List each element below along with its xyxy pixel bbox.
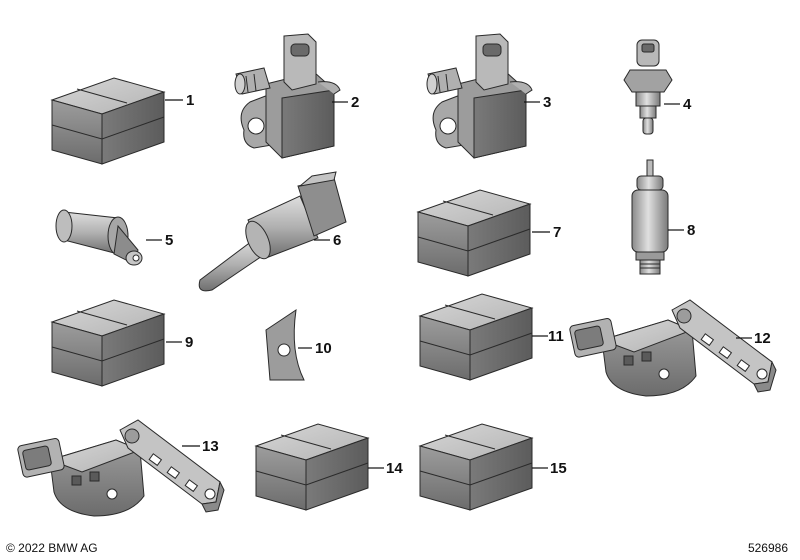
callout-3: 3	[543, 94, 551, 111]
callout-5: 5	[165, 232, 173, 249]
callout-1: 1	[186, 92, 194, 109]
part-1-box-icon	[51, 77, 165, 165]
callout-9: 9	[185, 334, 193, 351]
callout-10: 10	[315, 340, 332, 357]
part-12-level-sensor-icon	[568, 299, 777, 397]
callout-7: 7	[553, 224, 561, 241]
part-9-box-icon	[51, 299, 165, 387]
part-15-box-icon	[419, 423, 533, 511]
part-3-sensor-connector-icon	[426, 33, 533, 159]
callout-13: 13	[202, 438, 219, 455]
callout-14: 14	[386, 460, 403, 477]
part-4-temperature-sensor-icon	[623, 39, 673, 135]
callout-2: 2	[351, 94, 359, 111]
callout-15: 15	[550, 460, 567, 477]
part-14-box-icon	[255, 423, 369, 511]
part-8-cylinder-sensor-icon	[631, 159, 669, 275]
callout-8: 8	[687, 222, 695, 239]
leader-lines	[146, 99, 752, 469]
copyright-notice: © 2022 BMW AG	[6, 541, 98, 555]
part-10-plate-icon	[265, 308, 305, 381]
callout-11: 11	[548, 328, 564, 345]
part-13-level-sensor-icon	[16, 419, 225, 517]
callout-4: 4	[683, 96, 692, 113]
callout-6: 6	[333, 232, 341, 249]
part-2-sensor-connector-icon	[234, 33, 341, 159]
part-6-probe-sensor-icon	[198, 171, 347, 292]
part-11-box-icon	[419, 293, 533, 381]
document-number: 526986	[747, 541, 788, 555]
part-7-box-icon	[417, 189, 531, 277]
part-5-pressure-sensor-icon	[55, 209, 143, 266]
callout-numbers: 1 2 3 4 5 6 7 8 9 10 11 12 13 14 15	[165, 92, 771, 477]
callout-12: 12	[754, 330, 771, 347]
